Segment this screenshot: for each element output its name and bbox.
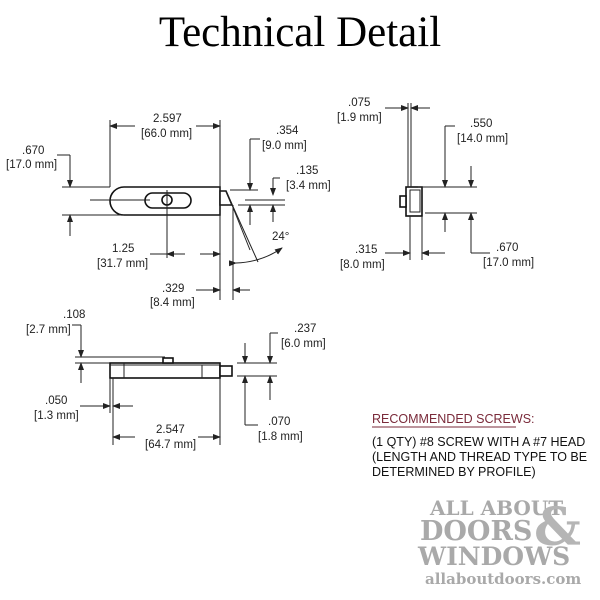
bottom-nub — [162, 357, 174, 364]
bottom-view: .108 [2.7 mm] .050 [1.3 mm] 2.547 [64.7 … — [26, 309, 326, 451]
screws-line-2: (LENGTH AND THREAD TYPE TO BE — [372, 450, 587, 464]
dim-height-mm: [14.0 mm] — [457, 133, 508, 145]
dim-tab-width-mm: [3.4 mm] — [286, 180, 331, 192]
dim-tab-length-mm: [8.4 mm] — [150, 297, 195, 309]
screws-heading: RECOMMENDED SCREWS: — [372, 412, 535, 426]
dim-bottom-length-mm: [64.7 mm] — [145, 439, 196, 451]
dim-tab-in: .070 — [268, 416, 290, 428]
dim-plate-mm: [1.9 mm] — [337, 112, 382, 124]
dim-length-in: 2.597 — [153, 113, 182, 125]
dim-depth-mm: [8.0 mm] — [340, 259, 385, 271]
dim-plate-in: .075 — [348, 97, 370, 109]
dim-tab-offset-in: .354 — [276, 125, 299, 137]
dim-height-in: .550 — [470, 118, 492, 130]
dim-thickness-mm: [6.0 mm] — [281, 338, 326, 350]
dim-lip-in: .050 — [45, 395, 67, 407]
dim-tab-mm: [1.8 mm] — [258, 431, 303, 443]
screws-line-3: DETERMINED BY PROFILE) — [372, 465, 536, 479]
dim-nub-in: .108 — [63, 309, 85, 321]
dim-side-width-in: .670 — [496, 242, 518, 254]
page-title: Technical Detail — [158, 9, 442, 56]
dim-width-in: .670 — [22, 145, 44, 157]
watermark-line2: DOORS — [420, 516, 532, 547]
dim-thickness-in: .237 — [294, 323, 316, 335]
dim-length-mm: [66.0 mm] — [141, 128, 192, 140]
dim-slot-center-mm: [31.7 mm] — [97, 258, 148, 270]
recommended-screws-note: RECOMMENDED SCREWS: (1 QTY) #8 SCREW WIT… — [372, 412, 587, 479]
dim-angle: 24° — [272, 231, 289, 243]
dim-side-width-mm: [17.0 mm] — [483, 257, 534, 269]
bottom-tab — [219, 365, 233, 377]
screws-line-1: (1 QTY) #8 SCREW WITH A #7 HEAD — [372, 435, 585, 449]
watermark-line1: ALL ABOUT — [429, 496, 563, 520]
side-view: .075 [1.9 mm] .550 [14.0 mm] .670 [17.0 … — [337, 97, 534, 271]
side-nub — [399, 195, 407, 208]
dim-depth-in: .315 — [355, 244, 377, 256]
angled-tab — [219, 190, 234, 206]
watermark-logo: ALL ABOUT & DOORS WINDOWS allaboutdoors.… — [417, 496, 581, 588]
watermark-url: allaboutdoors.com — [425, 570, 581, 588]
watermark-amp: & — [534, 497, 581, 558]
dim-nub-mm: [2.7 mm] — [26, 324, 71, 336]
dim-width-mm: [17.0 mm] — [6, 159, 57, 171]
dim-lip-mm: [1.3 mm] — [34, 410, 79, 422]
dim-tab-offset-mm: [9.0 mm] — [262, 140, 307, 152]
dim-tab-width-in: .135 — [296, 165, 318, 177]
dim-tab-length-in: .329 — [162, 283, 184, 295]
top-view: 2.597 [66.0 mm] .670 [17.0 mm] .354 [9.0… — [6, 113, 331, 309]
watermark-line3: WINDOWS — [417, 542, 570, 571]
dim-slot-center-in: 1.25 — [112, 243, 134, 255]
dim-bottom-length-in: 2.547 — [156, 424, 185, 436]
